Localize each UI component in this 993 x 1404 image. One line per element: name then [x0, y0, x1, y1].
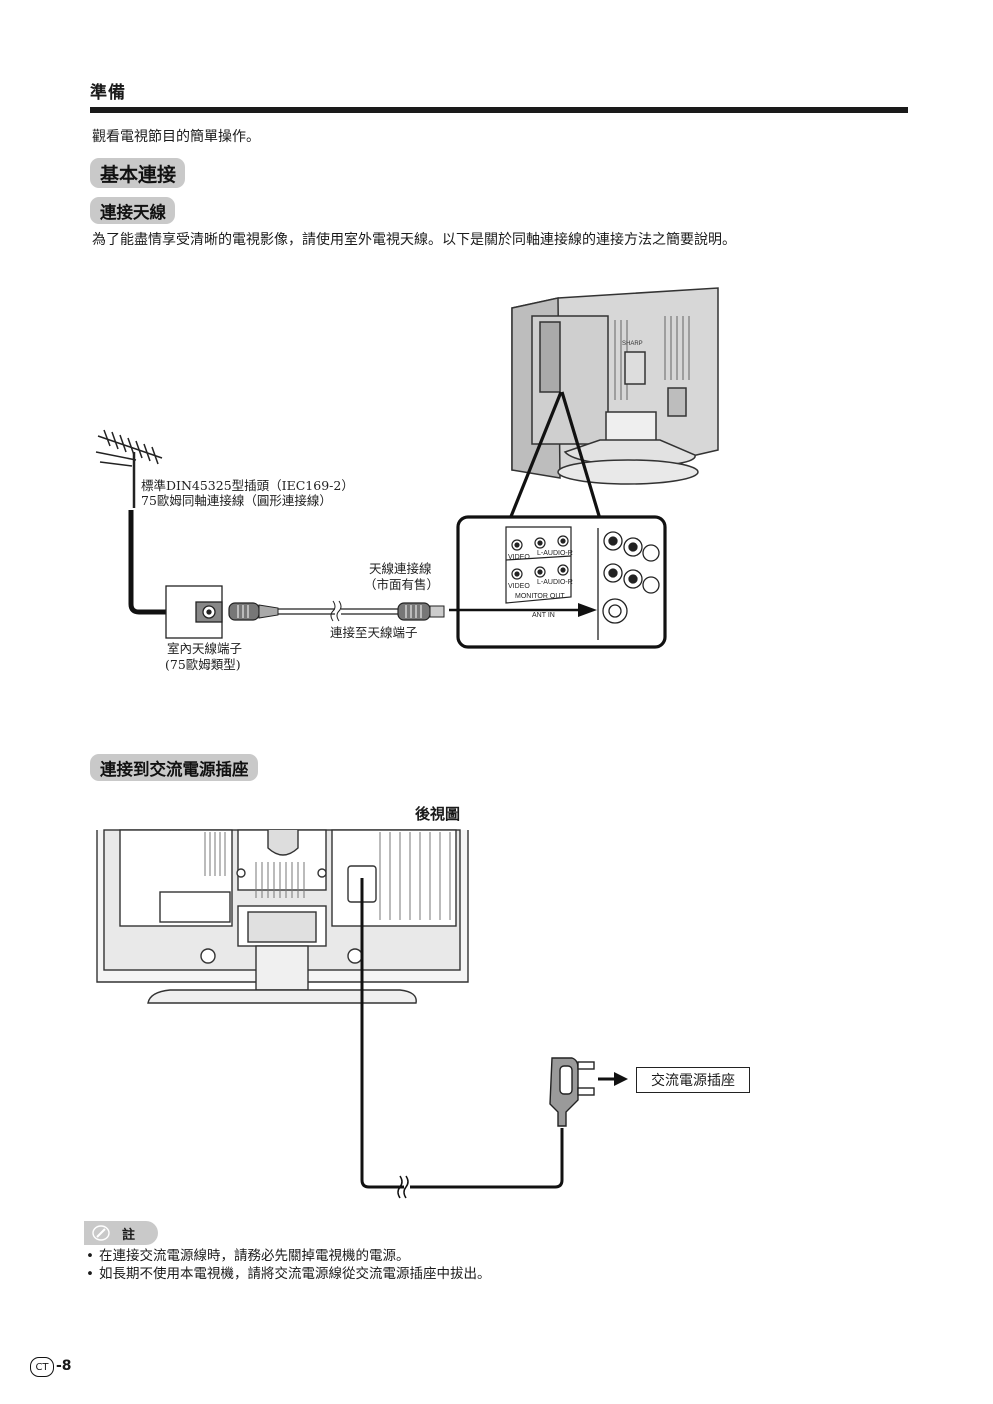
power-plug — [549, 1057, 595, 1127]
jack-video-label-2: VIDEO — [508, 583, 530, 590]
tv-rear-illustration: SHARP — [511, 287, 719, 485]
tv-brand-text: SHARP — [622, 341, 643, 347]
wall-antenna-terminal — [165, 585, 223, 639]
side-jack-panel — [597, 528, 660, 640]
connect-to-terminal-label: 連接至天線端子 — [330, 625, 418, 640]
plug-standard-label-line2: 75歐姆同軸連接線（圓形連接線） — [141, 493, 332, 508]
ac-power-diagram — [96, 829, 628, 1199]
cable-label-line2: （市面有售） — [364, 577, 440, 592]
antenna-connection-diagram: SHARP VIDEO L-AUDIO-R VIDEO L-AUDIO-R MO… — [95, 287, 719, 649]
tv-rear-view — [96, 829, 469, 1004]
ant-in-label: ANT IN — [532, 612, 555, 619]
note-item: 在連接交流電源線時，請務必先關掉電視機的電源。 — [86, 1247, 491, 1265]
monitor-out-label: MONITOR OUT — [515, 593, 565, 600]
note-badge — [84, 1221, 158, 1245]
antenna-description: 為了能盡情享受清晰的電視影像，請使用室外電視天線。以下是關於同軸連接線的連接方法… — [92, 232, 736, 248]
cable-label-line1: 天線連接線 — [369, 561, 432, 576]
antenna-connection-heading: 連接天線 — [90, 197, 175, 224]
page-number: -8 — [56, 1358, 72, 1374]
basic-connection-heading: 基本連接 — [90, 158, 186, 188]
indoor-terminal-label-line2: (75歐姆類型) — [165, 657, 241, 672]
ac-outlet-label: 交流電源插座 — [636, 1067, 750, 1093]
indoor-terminal-label-line1: 室內天線端子 — [167, 641, 243, 656]
jack-audio-label-1: L-AUDIO-R — [537, 550, 573, 557]
note-item: 如長期不使用本電視機，請將交流電源線從交流電源插座中拔出。 — [86, 1265, 491, 1283]
notes-list: 在連接交流電源線時，請務必先關掉電視機的電源。 如長期不使用本電視機，請將交流電… — [86, 1247, 491, 1283]
ac-power-heading: 連接到交流電源插座 — [90, 754, 258, 781]
power-cord — [360, 878, 404, 1189]
section-title: 準備 — [90, 83, 126, 103]
jack-panel — [505, 526, 572, 604]
plug-standard-label-line1: 標準DIN45325型插頭（IEC169-2） — [141, 478, 354, 493]
outdoor-antenna — [95, 429, 163, 508]
jack-audio-label-2: L-AUDIO-R — [537, 579, 573, 586]
coax-cable — [228, 600, 445, 622]
intro-text: 觀看電視節目的簡單操作。 — [92, 129, 260, 145]
jack-video-label-1: VIDEO — [508, 554, 530, 561]
note-heading: 註 — [122, 1228, 136, 1243]
title-rule — [90, 107, 908, 113]
rear-view-label: 後視圖 — [415, 805, 461, 823]
pencil-icon — [92, 1225, 110, 1241]
language-badge: CT — [30, 1357, 54, 1377]
